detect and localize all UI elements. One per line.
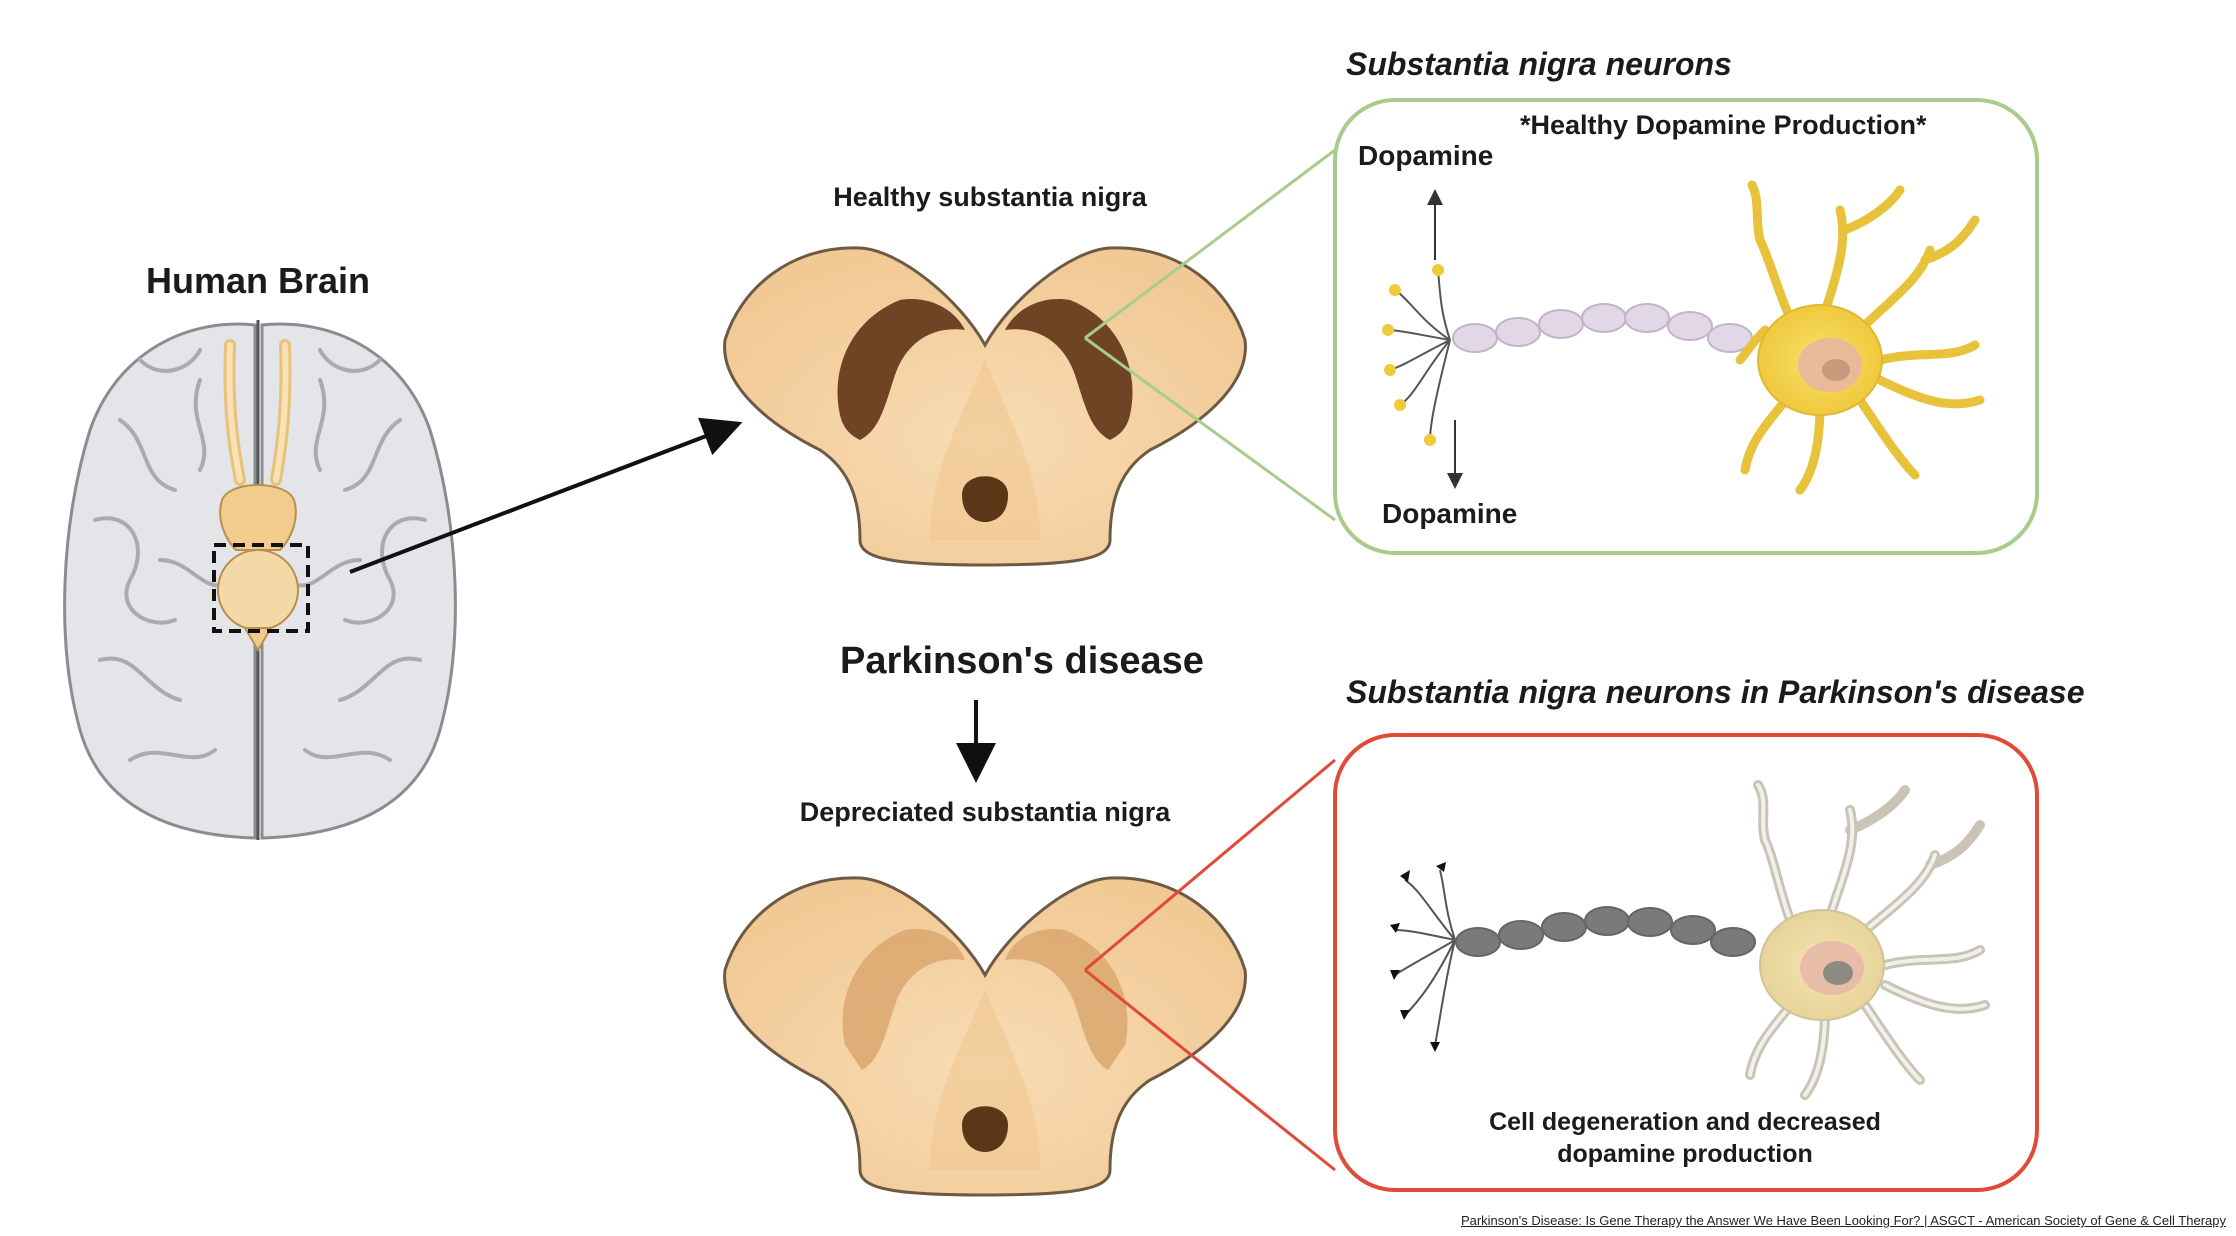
sn-neurons-title: Substantia nigra neurons [1346,46,1732,82]
depreciated-midbrain [723,876,1247,1197]
degeneration-line1: Cell degeneration and decreased [1489,1108,1881,1136]
substantia-nigra-right [1005,299,1133,440]
faded-nigra-left [842,929,965,1070]
parkinsons-label: Parkinson's disease [840,640,1204,682]
healthy-midbrain [723,246,1247,567]
sn-neurons-pd-title: Substantia nigra neurons in Parkinson's … [1346,674,2085,710]
left-hemisphere [63,322,257,840]
source-link[interactable]: Parkinson's Disease: Is Gene Therapy the… [1460,1213,2226,1228]
healthy-neuron-panel [1084,98,2039,555]
disease-neuron-panel [1084,733,2039,1192]
human-brain [63,320,457,840]
zoom-arrow [349,417,743,574]
human-brain-label: Human Brain [145,260,371,301]
selection-box [212,543,310,633]
healthy-production-label: *Healthy Dopamine Production* [1520,110,1927,140]
depreciated-sn-label: Depreciated substantia nigra [799,797,1171,827]
degeneration-line2: dopamine production [1557,1140,1813,1168]
right-hemisphere [260,322,457,840]
faded-nigra-right [1005,929,1128,1070]
substantia-nigra-left [837,299,965,440]
disease-neuron-box [1333,733,2039,1192]
dopamine-bottom-label: Dopamine [1382,498,1518,529]
dopamine-top-label: Dopamine [1358,140,1494,171]
healthy-sn-label: Healthy substantia nigra [833,182,1147,212]
